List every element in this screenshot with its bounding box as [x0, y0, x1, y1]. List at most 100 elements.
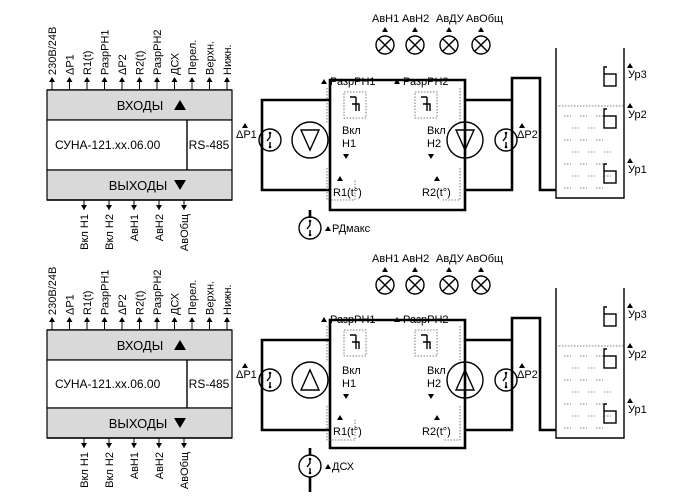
- terminal-arrow-icon: [119, 77, 125, 82]
- terminal-arrow-icon: [206, 77, 213, 82]
- pump-1: [291, 121, 329, 159]
- run2-label: Вкл: [427, 365, 446, 377]
- terminal-arrow-icon: [81, 443, 87, 448]
- allow2-label: РазрРН2: [403, 314, 449, 326]
- terminal-arrow-icon: [84, 317, 90, 322]
- input-terminal-label: R2(t): [135, 291, 147, 315]
- level-label: Ур2: [628, 349, 647, 361]
- terminal-arrow-icon: [171, 77, 178, 82]
- level-label: Ур1: [628, 404, 647, 416]
- input-terminal-label: ΔP1: [65, 54, 77, 75]
- pump1-label: Н1: [342, 378, 356, 390]
- terminal-arrow-icon: [84, 77, 90, 82]
- tank: Ур3 Ур2 Ур1: [555, 48, 647, 199]
- outputs-header: ВЫХОДЫ: [109, 416, 168, 431]
- input-terminal-label: R1(t): [82, 291, 94, 315]
- alarm-label: АвН2: [402, 13, 429, 25]
- terminal-arrow-icon: [131, 205, 137, 210]
- controller-body: [46, 359, 233, 409]
- float-switch-icon: [603, 108, 617, 129]
- controller-interface: RS-485: [189, 377, 230, 391]
- piping: [260, 76, 556, 218]
- outputs-header: ВЫХОДЫ: [109, 178, 168, 193]
- terminal-arrow-icon: [66, 77, 73, 82]
- pump1-label: Н1: [342, 138, 356, 150]
- alarm-label: АвДУ: [436, 13, 465, 25]
- outputs-arrow-icon: [174, 418, 186, 428]
- terminal-arrow-icon: [106, 205, 112, 210]
- input-terminal-label: РазрРН1: [100, 29, 112, 75]
- terminal-arrow-icon: [156, 205, 162, 210]
- output-terminal-label: АвН1: [129, 452, 141, 479]
- alarm-lamp-icon: [375, 275, 395, 295]
- output-terminal-label: Вкл Н1: [79, 452, 91, 488]
- r2-label: R2(t°): [422, 187, 451, 199]
- outputs-bar: [46, 407, 233, 439]
- input-terminal-label: ДСХ: [170, 292, 182, 315]
- piping: [260, 316, 556, 492]
- terminal-arrow-icon: [189, 77, 195, 82]
- hand-switch-icon: [343, 329, 367, 357]
- input-terminal-label: R2(t): [135, 51, 147, 75]
- output-terminal-label: АвОбщ: [179, 214, 191, 251]
- r1-label: R1(t°): [333, 426, 362, 438]
- outputs-arrow-icon: [174, 180, 186, 190]
- alarm-label: АвН1: [372, 253, 399, 265]
- pressure-switch-icon: [298, 216, 322, 240]
- output-terminal-label: Вкл Н2: [104, 452, 116, 488]
- pump-direction-icon: [299, 129, 321, 152]
- input-terminal-label: Перел.: [187, 280, 199, 315]
- float-switch-icon: [603, 403, 617, 424]
- alarm-lamp-icon: [439, 35, 459, 55]
- inputs-arrow-icon: [174, 340, 186, 350]
- input-terminal-label: 230В/24В: [47, 267, 59, 315]
- alarm-label: АвН2: [402, 253, 429, 265]
- run1-label: Вкл: [342, 365, 361, 377]
- input-terminal-label: 230В/24В: [47, 27, 59, 75]
- run2-label: Вкл: [427, 125, 446, 137]
- alarm-lamp-icon: [375, 35, 395, 55]
- terminal-arrow-icon: [136, 77, 143, 82]
- inputs-bar: [46, 89, 233, 121]
- run1-label: Вкл: [342, 125, 361, 137]
- terminal-arrow-icon: [206, 317, 213, 322]
- output-terminal-label: АвН2: [154, 452, 166, 479]
- dp2-label: ΔP2: [517, 129, 538, 141]
- input-terminal-label: Верхн.: [205, 41, 217, 75]
- input-terminal-label: ΔP2: [117, 294, 129, 315]
- hand-switch-icon: [414, 329, 438, 357]
- alarm-label: АвОбщ: [466, 253, 503, 265]
- terminal-arrow-icon: [101, 77, 108, 82]
- r2-label: R2(t°): [422, 426, 451, 438]
- output-terminal-label: Вкл Н2: [104, 214, 116, 250]
- controller-model: СУНА-121.хх.06.00: [55, 138, 161, 152]
- pressure-switch-icon: [494, 128, 518, 152]
- inputs-arrow-icon: [174, 100, 186, 110]
- terminal-arrow-icon: [171, 317, 178, 322]
- input-terminal-label: ДСХ: [170, 52, 182, 75]
- allow1-label: РазрРН1: [330, 76, 376, 88]
- dp2-label: ΔP2: [517, 369, 538, 381]
- output-terminal-label: АвН2: [154, 214, 166, 241]
- terminal-arrow-icon: [156, 443, 162, 448]
- terminal-arrow-icon: [101, 317, 108, 322]
- terminal-arrow-icon: [224, 77, 230, 82]
- pump-2: [446, 121, 484, 159]
- terminal-arrow-icon: [119, 317, 125, 322]
- terminal-arrow-icon: [49, 317, 55, 322]
- inputs-header: ВХОДЫ: [117, 338, 163, 353]
- terminal-arrow-icon: [181, 443, 187, 448]
- bottom-sensor-label: ДСХ: [332, 461, 355, 473]
- input-terminal-label: Перел.: [187, 40, 199, 75]
- input-terminal-label: ΔP1: [65, 294, 77, 315]
- alarm-lamps: АвН1 АвН2 АвДУ АвОбщ: [372, 13, 503, 55]
- pump2-label: Н2: [427, 378, 441, 390]
- terminal-arrow-icon: [154, 77, 160, 82]
- terminal-arrow-icon: [181, 205, 187, 210]
- pressure-switch-icon: [298, 454, 322, 478]
- float-switch-icon: [603, 163, 617, 184]
- pump-direction-icon: [454, 368, 476, 391]
